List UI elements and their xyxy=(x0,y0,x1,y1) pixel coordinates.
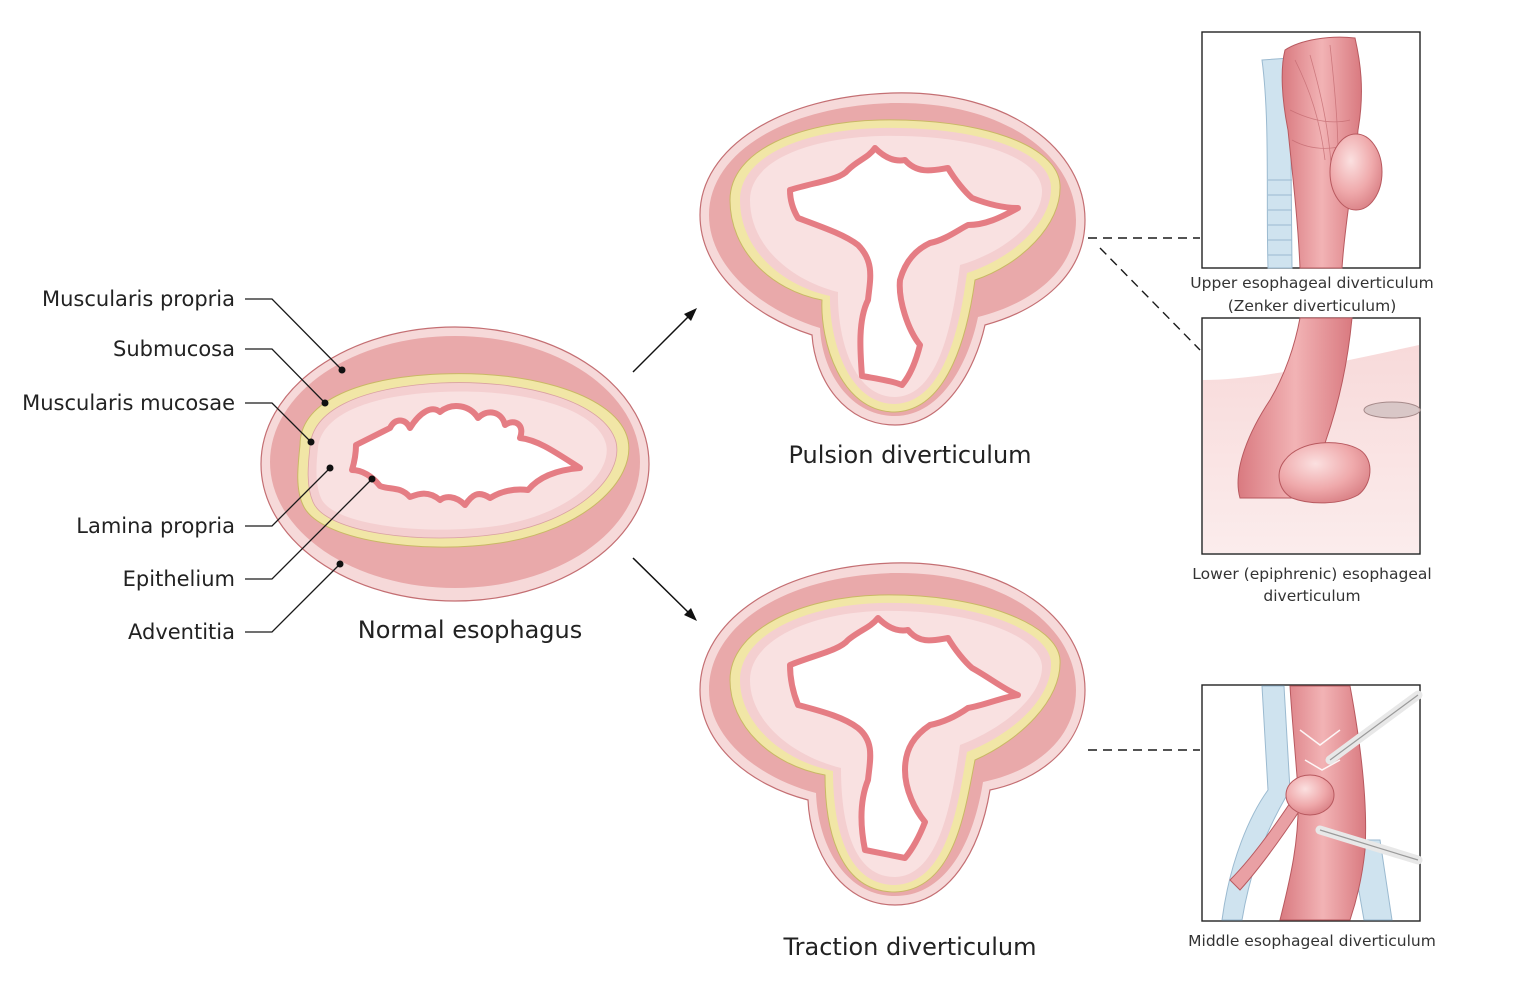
caption-middle: Middle esophageal diverticulum xyxy=(1188,932,1436,950)
label-epithelium: Epithelium xyxy=(123,567,235,591)
normal-esophagus-cross-section xyxy=(260,326,650,602)
lower-esophageal-panel: Lower (epiphrenic) esophageal diverticul… xyxy=(1192,317,1432,605)
zenker-illustration xyxy=(1261,36,1383,269)
label-adventitia: Adventitia xyxy=(128,620,235,644)
epiphrenic-illustration xyxy=(1203,317,1421,553)
middle-esophageal-panel: Middle esophageal diverticulum xyxy=(1188,684,1436,950)
arrowhead-to-traction xyxy=(684,608,697,621)
leader-muscularis-propria xyxy=(245,298,343,371)
label-muscularis-propria: Muscularis propria xyxy=(42,287,235,311)
leader-muscularis-mucosae xyxy=(245,402,312,443)
epiphrenic-pouch xyxy=(1278,442,1371,504)
caption-upper-line2: (Zenker diverticulum) xyxy=(1228,297,1397,315)
caption-lower-line2: diverticulum xyxy=(1263,587,1360,605)
caption-upper-line1: Upper esophageal diverticulum xyxy=(1190,274,1433,292)
traction-epithelium-lumen xyxy=(787,615,1021,861)
leader-dot-lamina-propria xyxy=(326,464,334,472)
dash-to-lower xyxy=(1099,247,1201,351)
retractor-upper-edge xyxy=(1329,694,1419,761)
traction-diverticulum-cross-section xyxy=(699,562,1086,906)
hiatus-opening xyxy=(1363,401,1421,419)
arrows xyxy=(632,308,697,621)
traction-illustration xyxy=(1221,685,1423,921)
epithelium-lumen xyxy=(349,403,583,508)
caption-lower-line1: Lower (epiphrenic) esophageal xyxy=(1192,565,1431,583)
pharynx-muscle xyxy=(1281,36,1362,269)
leader-dot-epithelium xyxy=(368,475,376,483)
leader-submucosa xyxy=(245,348,326,404)
layer-labels: Muscularis propria Submucosa Muscularis … xyxy=(22,287,376,644)
trachea-bronchus xyxy=(1221,685,1291,921)
leader-lamina-propria xyxy=(245,467,331,527)
upper-esophageal-panel: Upper esophageal diverticulum (Zenker di… xyxy=(1190,31,1434,315)
title-pulsion-diverticulum: Pulsion diverticulum xyxy=(788,441,1031,469)
title-traction-diverticulum: Traction diverticulum xyxy=(783,933,1037,961)
leader-epithelium xyxy=(245,478,373,580)
pulsion-diverticulum-cross-section xyxy=(699,92,1086,426)
traction-pouch xyxy=(1285,774,1335,816)
arrow-to-traction xyxy=(632,557,691,615)
leader-dot-adventitia xyxy=(336,560,344,568)
leader-dot-submucosa xyxy=(321,399,329,407)
retractor-lower-edge xyxy=(1319,829,1419,861)
leader-dot-muscularis-mucosae xyxy=(307,438,315,446)
label-muscularis-mucosae: Muscularis mucosae xyxy=(22,391,235,415)
label-submucosa: Submucosa xyxy=(113,337,235,361)
arrowhead-to-pulsion xyxy=(684,308,697,321)
leader-adventitia xyxy=(245,563,341,633)
dashed-connectors xyxy=(1088,237,1201,751)
arrow-to-pulsion xyxy=(632,314,691,373)
title-normal-esophagus: Normal esophagus xyxy=(358,616,583,644)
leader-dot-muscularis-propria xyxy=(338,366,346,374)
zenker-pouch xyxy=(1329,133,1383,211)
left-bronchus-muscle xyxy=(1229,799,1301,891)
label-lamina-propria: Lamina propria xyxy=(76,514,235,538)
pulsion-epithelium-lumen xyxy=(787,145,1021,388)
